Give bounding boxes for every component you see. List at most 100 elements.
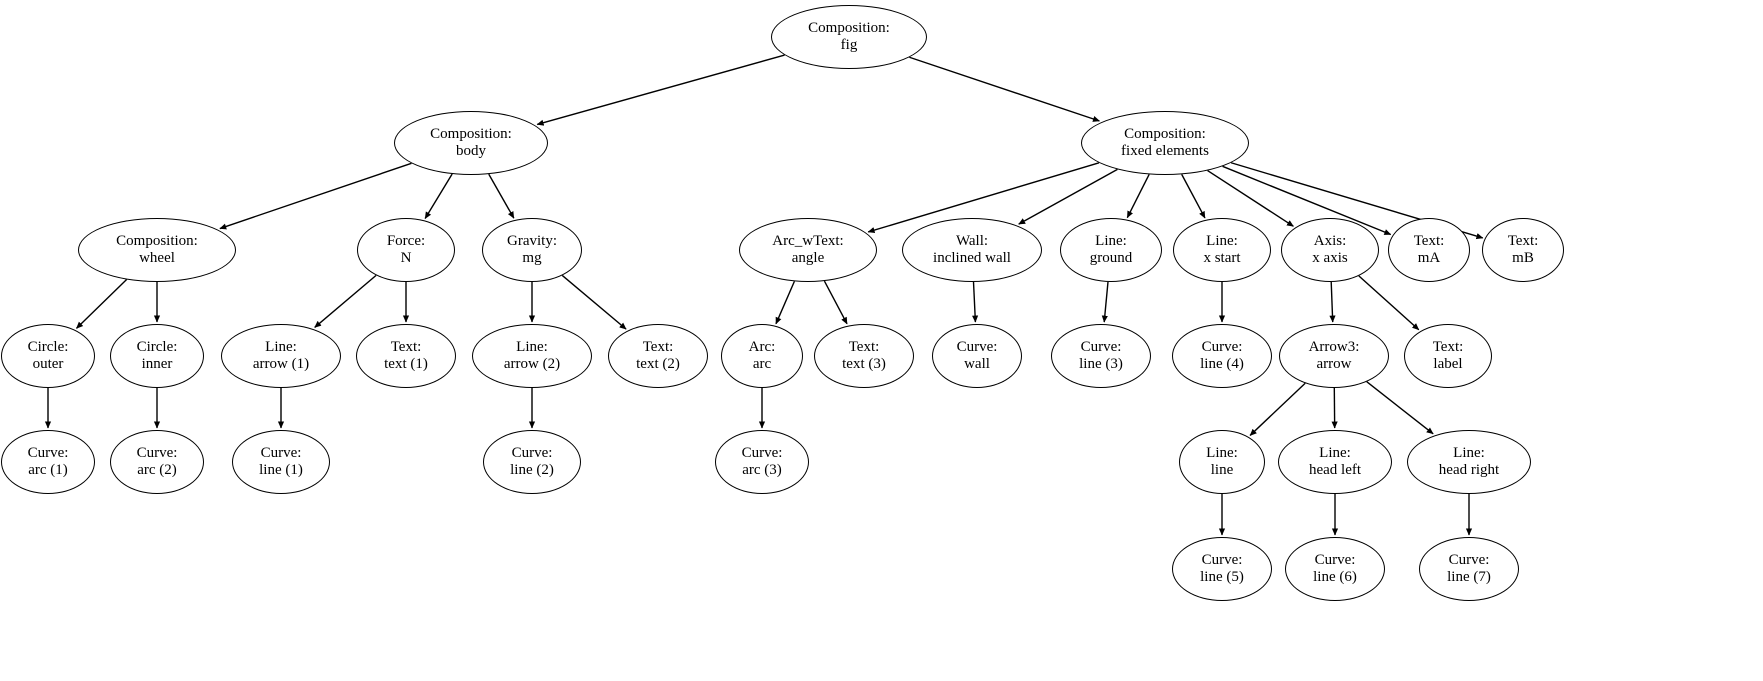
node-name-label: outer [32,356,64,372]
graph-node-arc2[interactable]: Curve:arc (2) [110,430,204,494]
graph-node-line6[interactable]: Curve:line (6) [1285,537,1385,601]
graph-edge-body-to-wheel [219,162,412,230]
node-type-label: Circle: [27,339,69,356]
node-name-label: mA [1417,250,1441,266]
graph-edge-fig-to-fixed [909,56,1100,122]
node-name-label: ground [1089,250,1133,266]
node-name-label: text (2) [636,356,680,372]
graph-node-outer[interactable]: Circle:outer [1,324,95,388]
graph-node-xaxis[interactable]: Axis:x axis [1281,218,1379,282]
node-type-label: Line: [1206,445,1238,462]
node-name-label: x axis [1312,250,1348,266]
graph-edge-arrow3-to-headright [1366,381,1434,435]
node-type-label: Arrow3: [1308,339,1360,356]
node-type-label: Text: [1413,233,1445,250]
graph-node-arc[interactable]: Arc:arc [721,324,803,388]
node-name-label: arc (2) [137,462,177,478]
graph-node-headleft[interactable]: Line:head left [1278,430,1392,494]
graph-node-angle[interactable]: Arc_wText:angle [739,218,877,282]
node-type-label: Curve: [956,339,998,356]
graph-edge-wall-to-curvewall [972,281,979,323]
graph-edge-angle-to-arc [775,281,796,325]
node-type-label: Curve: [1201,339,1243,356]
node-type-label: Arc: [748,339,776,356]
node-name-label: line (1) [259,462,303,478]
graph-node-inner[interactable]: Circle:inner [110,324,204,388]
graph-edge-wheel-to-outer [75,279,128,329]
graph-node-line5[interactable]: Curve:line (5) [1172,537,1272,601]
node-type-label: Circle: [136,339,178,356]
node-type-label: Curve: [1314,552,1356,569]
graph-edge-forceN-to-arrow1 [314,274,377,328]
node-type-label: Arc_wText: [772,233,844,250]
node-name-label: x start [1203,250,1241,266]
node-name-label: mg [522,250,542,266]
node-name-label: arc (1) [28,462,68,478]
node-type-label: Axis: [1313,233,1347,250]
node-type-label: Gravity: [507,233,557,250]
node-name-label: arrow [1316,356,1352,372]
graph-node-mA[interactable]: Text:mA [1388,218,1470,282]
node-type-label: Curve: [741,445,783,462]
node-type-label: Line: [1319,445,1351,462]
graph-node-arc1[interactable]: Curve:arc (1) [1,430,95,494]
node-name-label: mB [1512,250,1534,266]
node-type-label: Line: [1453,445,1485,462]
node-name-label: arc [752,356,772,372]
graph-edge-xaxis-to-label [1358,275,1420,331]
graph-node-wall[interactable]: Wall:inclined wall [902,218,1042,282]
node-name-label: angle [791,250,825,266]
graph-node-body[interactable]: Composition:body [394,111,548,175]
node-name-label: fixed elements [1121,143,1209,159]
node-name-label: line (3) [1079,356,1123,372]
graph-node-text3[interactable]: Text:text (3) [814,324,914,388]
graph-node-line4[interactable]: Curve:line (4) [1172,324,1272,388]
graph-node-arrow2[interactable]: Line:arrow (2) [472,324,592,388]
node-type-label: Line: [516,339,548,356]
node-type-label: Text: [1507,233,1539,250]
node-type-label: Text: [642,339,674,356]
graph-edge-fixed-to-ground [1126,174,1150,219]
graph-node-text2[interactable]: Text:text (2) [608,324,708,388]
node-type-label: Line: [1206,233,1238,250]
graph-node-ground[interactable]: Line:ground [1060,218,1162,282]
graph-node-line3[interactable]: Curve:line (3) [1051,324,1151,388]
node-name-label: fig [840,37,858,53]
graph-edge-gravity-to-text2 [561,274,627,330]
graph-node-curvewall[interactable]: Curve:wall [932,324,1022,388]
node-name-label: arrow (1) [252,356,310,372]
graph-node-lineline[interactable]: Line:line [1179,430,1265,494]
node-name-label: line [1210,462,1234,478]
graph-node-fixed[interactable]: Composition:fixed elements [1081,111,1249,175]
graph-node-wheel[interactable]: Composition:wheel [78,218,236,282]
graph-node-arc3[interactable]: Curve:arc (3) [715,430,809,494]
graph-node-label[interactable]: Text:label [1404,324,1492,388]
node-type-label: Composition: [430,126,512,143]
node-type-label: Curve: [136,445,178,462]
node-name-label: line (7) [1447,569,1491,585]
graph-node-line1[interactable]: Curve:line (1) [232,430,330,494]
graph-node-arrow1[interactable]: Line:arrow (1) [221,324,341,388]
graph-edge-fig-to-body [536,54,785,126]
graph-node-line2[interactable]: Curve:line (2) [483,430,581,494]
graph-node-gravity[interactable]: Gravity:mg [482,218,582,282]
graph-node-fig[interactable]: Composition:fig [771,5,927,69]
graph-node-text1[interactable]: Text:text (1) [356,324,456,388]
graph-node-mB[interactable]: Text:mB [1482,218,1564,282]
node-type-label: Text: [1432,339,1464,356]
node-type-label: Wall: [955,233,989,250]
graph-node-line7[interactable]: Curve:line (7) [1419,537,1519,601]
node-name-label: arc (3) [742,462,782,478]
node-type-label: Curve: [27,445,69,462]
node-name-label: arrow (2) [503,356,561,372]
graph-edge-fixed-to-xstart [1181,174,1206,219]
node-name-label: text (1) [384,356,428,372]
graph-node-headright[interactable]: Line:head right [1407,430,1531,494]
graph-node-xstart[interactable]: Line:x start [1173,218,1271,282]
graph-node-arrow3[interactable]: Arrow3:arrow [1279,324,1389,388]
graph-node-forceN[interactable]: Force:N [357,218,455,282]
node-type-label: Curve: [1080,339,1122,356]
node-type-label: Text: [848,339,880,356]
node-type-label: Curve: [1201,552,1243,569]
